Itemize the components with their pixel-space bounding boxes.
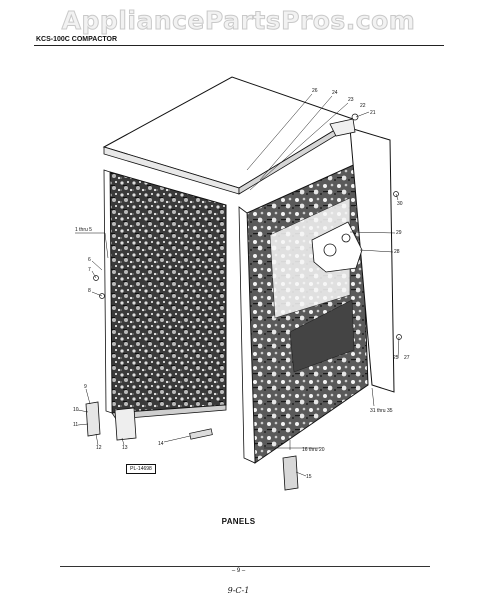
callout-24: 24 xyxy=(332,90,338,96)
diagram-caption: PANELS xyxy=(221,517,256,526)
plate-code: PL-14698 xyxy=(126,464,156,474)
callout-7: 7 xyxy=(88,267,91,273)
callout-12: 12 xyxy=(96,445,102,451)
callout-23: 23 xyxy=(348,97,354,103)
hinge xyxy=(85,401,101,437)
callout-21: 21 xyxy=(370,110,376,116)
callout-8: 8 xyxy=(88,288,91,294)
callout-28: 28 xyxy=(394,249,400,255)
footer-rule xyxy=(60,566,430,567)
latch-block xyxy=(282,455,299,491)
callout-22: 22 xyxy=(360,103,366,109)
callout-26: 26 xyxy=(312,88,318,94)
callout-15: 15 xyxy=(306,474,312,480)
callout-9: 9 xyxy=(84,384,87,390)
callout-1-thru-5: 1 thru 5 xyxy=(75,227,92,233)
handwritten-note: 9-C-1 xyxy=(227,586,250,595)
leader-lines xyxy=(75,93,400,477)
callout-27: 27 xyxy=(404,355,410,361)
callout-31-thru-35: 31 thru 35 xyxy=(370,408,393,414)
callout-6: 6 xyxy=(88,257,91,263)
top-panel xyxy=(102,76,355,195)
header-rule xyxy=(34,45,444,46)
front-door-panel xyxy=(238,161,369,464)
callout-10: 10 xyxy=(73,407,79,413)
screw xyxy=(351,113,359,121)
trim-strip xyxy=(189,428,213,440)
page-number: – 9 – xyxy=(231,568,246,574)
mounting-bracket xyxy=(311,221,363,273)
left-side-panel xyxy=(103,169,227,441)
model-title: KCS-100C COMPACTOR xyxy=(36,36,118,43)
rear-panel xyxy=(329,118,395,393)
callout-30: 30 xyxy=(397,201,403,207)
callout-29: 29 xyxy=(396,230,402,236)
callout-14: 14 xyxy=(158,441,164,447)
callout-16-thru-20: 16 thru 20 xyxy=(302,447,325,453)
callout-13: 13 xyxy=(122,445,128,451)
callout-11: 11 xyxy=(73,422,79,428)
callout-25: 25 xyxy=(393,355,399,361)
watermark: AppliancePartsPros.com xyxy=(61,6,416,36)
